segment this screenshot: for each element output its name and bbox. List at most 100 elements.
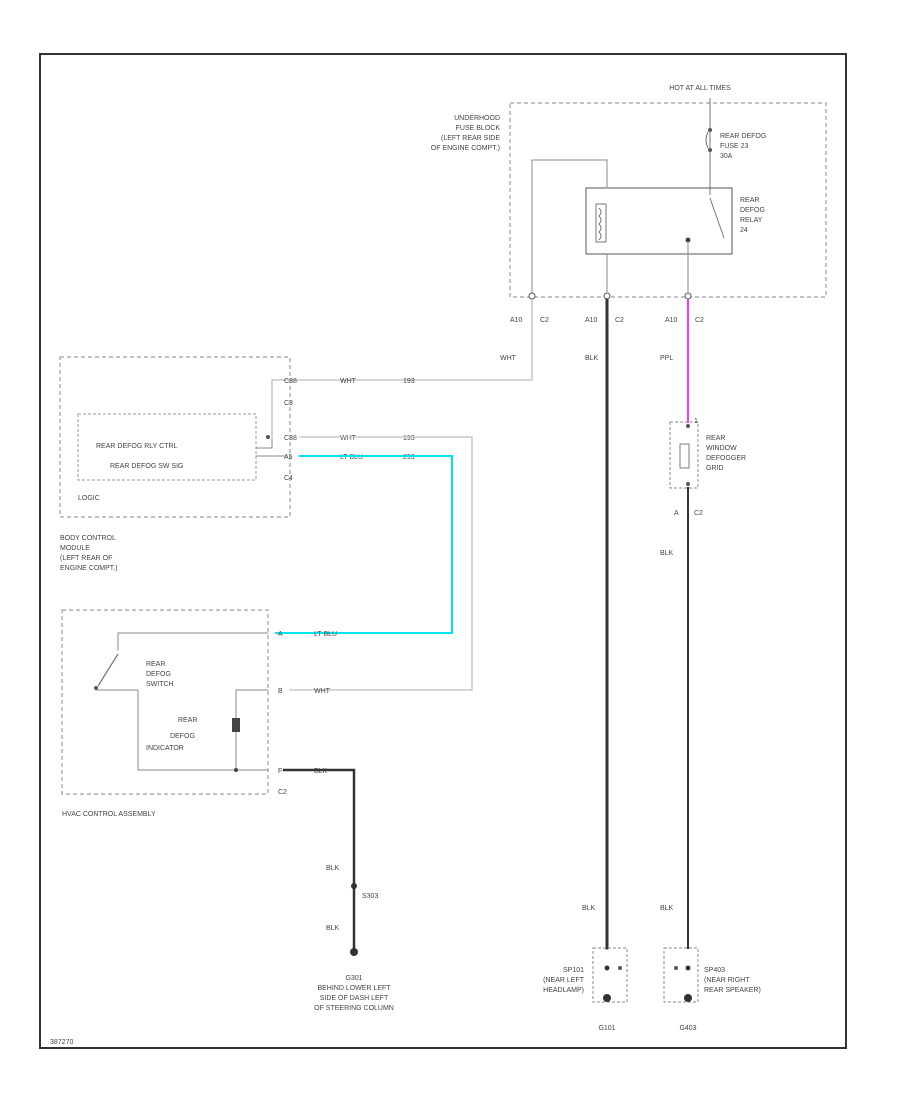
lt-blu-wire-defog-switch: [275, 455, 453, 634]
splice-label: (NEAR RIGHT: [704, 977, 750, 984]
splice-node: [618, 966, 622, 970]
fuse-label: FUSE 23: [720, 143, 749, 150]
bcm-pin-label: C38: [284, 378, 297, 385]
bcm-name-label: ENGINE COMPT.): [60, 565, 118, 572]
splice-node: [685, 965, 691, 971]
connector-label: C2: [540, 317, 549, 324]
connector-pin-label: A10: [510, 317, 523, 324]
connector-pin-label: A10: [585, 317, 598, 324]
relay-coil-icon: [595, 203, 607, 243]
hvac-switch-label: REAR: [146, 661, 165, 668]
relay-coil-wire: [531, 159, 608, 293]
splice-label: REAR SPEAKER): [704, 987, 761, 994]
wire-color-label: BLK: [660, 905, 674, 912]
circuit-number-label: 293: [403, 454, 415, 461]
splice-label: SP403: [704, 967, 725, 974]
hvac-indicator-label: INDICATOR: [146, 745, 184, 752]
hvac-switch-wire: [117, 632, 269, 651]
grid-terminal: [686, 482, 690, 486]
wire-color-label: WHT: [314, 688, 331, 695]
relay-contact-icon: [685, 237, 691, 243]
bcm-name-label: BODY CONTROL: [60, 535, 116, 542]
bcm-logic-label: REAR DEFOG SW SIG: [110, 463, 184, 470]
grid-label: GRID: [706, 465, 724, 472]
hvac-indicator-wire: [235, 689, 269, 771]
grid-label: REAR: [706, 435, 725, 442]
wire-color-label: WHT: [340, 435, 357, 442]
ground-icon: [603, 994, 611, 1002]
bcm-name-label: (LEFT REAR OF: [60, 555, 112, 562]
rear-defog-indicator-icon: [232, 718, 240, 732]
ground-icon: [684, 994, 692, 1002]
ground-icon: [350, 948, 358, 956]
hvac-indicator-return: [137, 689, 269, 771]
connector-pin: [528, 292, 536, 300]
bcm-pin-label: C38: [284, 435, 297, 442]
bcm-node: [266, 435, 270, 439]
wht-wire-relay-control: [271, 299, 533, 437]
grid-terminal: [686, 424, 690, 428]
splice-label: S303: [362, 893, 378, 900]
ground-label: SIDE OF DASH LEFT: [320, 995, 389, 1002]
ground-label: G101: [598, 1025, 615, 1032]
relay-label: 24: [740, 227, 748, 234]
underhood-fuse-block-outline: [509, 102, 827, 298]
rear-defog-switch-icon: [97, 653, 119, 687]
connector-label: C3: [284, 400, 293, 407]
splice-node: [604, 965, 610, 971]
wire-color-label: LT BLU: [340, 454, 363, 461]
footer-code: 387270: [50, 1039, 73, 1046]
relay-coil-icon: [598, 207, 602, 241]
ground-label: G301: [345, 975, 362, 982]
hvac-indicator-label: REAR: [178, 717, 197, 724]
grid-label: WINDOW: [706, 445, 737, 452]
underhood-fuse-block-label: UNDERHOOD: [454, 115, 500, 122]
splice-s303: [351, 883, 357, 889]
hvac-node: [234, 768, 238, 772]
bcm-internal-wire: [255, 437, 273, 449]
grid-label: DEFOGGER: [706, 455, 746, 462]
underhood-fuse-block-label: OF ENGINE COMPT.): [431, 145, 500, 152]
relay-label: RELAY: [740, 217, 763, 224]
ground-label: G403: [679, 1025, 696, 1032]
underhood-fuse-block-label: FUSE BLOCK: [456, 125, 501, 132]
connector-pin-label: A10: [665, 317, 678, 324]
connector-pin: [684, 292, 692, 300]
fuse-label: REAR DEFOG: [720, 133, 766, 140]
splice-sp403: [663, 947, 699, 1003]
blk-wire-hvac-ground: [282, 768, 356, 952]
underhood-fuse-block-label: (LEFT REAR SIDE: [441, 135, 500, 142]
body-control-module: [59, 356, 291, 518]
bcm-pin-label: A5: [284, 454, 293, 461]
wire-color-label: BLK: [314, 768, 328, 775]
ground-label: OF STEERING COLUMN: [314, 1005, 394, 1012]
connector-label: C2: [278, 789, 287, 796]
switch-contact-icon: [94, 686, 98, 690]
fuse-terminal: [708, 148, 712, 152]
wire-color-label: PPL: [660, 355, 673, 362]
circuit-number-label: 193: [403, 378, 415, 385]
bcm-logic-block: [77, 413, 257, 481]
wire-color-label: LT BLU: [314, 631, 337, 638]
grid-pin-label: 1: [694, 418, 698, 425]
fuse-icon: [705, 131, 709, 149]
grid-pin-label: A: [674, 510, 679, 517]
wht-wire-defog-switch-signal: [289, 436, 473, 691]
wire-color-label: BLK: [585, 355, 599, 362]
wire-color-label: BLK: [660, 550, 674, 557]
bcm-name-label: MODULE: [60, 545, 90, 552]
rear-window-defogger-grid: [669, 421, 699, 489]
hvac-name-label: HVAC CONTROL ASSEMBLY: [62, 811, 156, 818]
splice-label: SP101: [563, 967, 584, 974]
ground-label: BEHIND LOWER LEFT: [317, 985, 391, 992]
wire-color-label: BLK: [326, 865, 340, 872]
diagram-border: [39, 53, 847, 1049]
splice-label: HEADLAMP): [543, 987, 584, 994]
relay-label: DEFOG: [740, 207, 765, 214]
splice-node: [674, 966, 678, 970]
bcm-logic-label: LOGIC: [78, 495, 100, 502]
splice-label: (NEAR LEFT: [543, 977, 585, 984]
fuse-label: 30A: [720, 153, 733, 160]
hvac-pin-label: F: [278, 768, 282, 775]
